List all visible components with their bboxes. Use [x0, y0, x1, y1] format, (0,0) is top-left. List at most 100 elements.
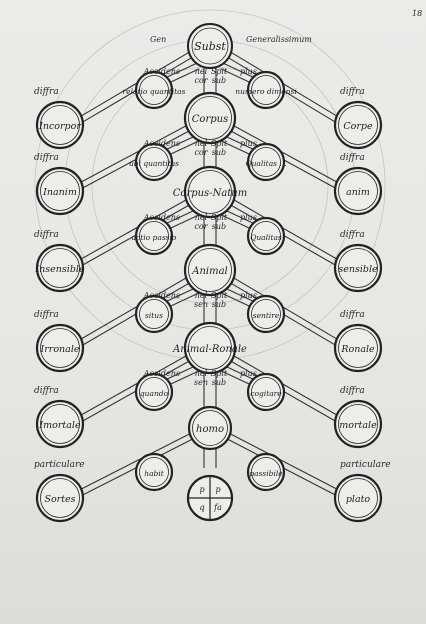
- top-node-text: Subst: [194, 40, 226, 53]
- right-node-3-text: sensible: [338, 264, 378, 275]
- accident-right-5-inner-ring: [251, 377, 281, 407]
- spoke-right-3-b: [223, 286, 254, 302]
- accident-left-4: situs: [134, 294, 174, 334]
- accident-right-1: numero dimensi: [235, 70, 297, 110]
- spoke-left-0-b: [169, 68, 200, 84]
- plus-label-2: plus: [240, 139, 257, 148]
- left-node-4-text: Irronale: [40, 344, 80, 355]
- top-right-label: Generalissimum: [246, 35, 312, 44]
- left-node-4-outer-ring: [35, 323, 85, 373]
- trunk-right-bottom-1: sub: [212, 76, 226, 85]
- accident-left-5-outer-ring: [134, 372, 174, 412]
- trunk-right-top-3: Spit: [211, 213, 228, 222]
- left-node-2-text: Inanim: [42, 187, 77, 198]
- accident-left-6-inner-ring: [139, 457, 169, 487]
- right-node-3: sensible: [333, 243, 383, 293]
- trunk-right-bottom-2: sub: [212, 148, 226, 157]
- center-node-2-text: Corpus-Natum: [173, 188, 247, 199]
- accident-left-4-inner-ring: [139, 299, 169, 329]
- accident-right-2-text: Qualitas ...: [245, 159, 286, 168]
- spoke-left-1-b: [169, 140, 200, 156]
- right-node-2: anim: [333, 166, 383, 216]
- left-node-5: Imortale: [35, 399, 85, 449]
- left-label-3: diffra: [34, 230, 59, 240]
- center-node-4: Animal-Ronale: [172, 321, 247, 375]
- right-node-3-outer-ring: [333, 243, 383, 293]
- right-node-2-text: anim: [346, 187, 370, 198]
- spoke-right-2-b: [223, 208, 254, 224]
- right-node-5-inner-ring: [338, 404, 378, 444]
- left-node-1-text: Incorpor: [38, 121, 82, 132]
- center-node-5-inner-ring: [192, 410, 228, 446]
- accidens-label-4: Accidens: [143, 291, 180, 300]
- center-node-4-text: Animal-Ronale: [172, 344, 247, 355]
- accident-right-3: Qualitas: [246, 216, 286, 256]
- left-label-1: diffra: [34, 87, 59, 97]
- center-node-1: Corpus: [183, 91, 237, 145]
- accidens-label-1: Accidens: [143, 67, 180, 76]
- center-node-3-text: Animal: [191, 266, 228, 277]
- spoke-right-4-a: [220, 370, 251, 386]
- center-node-5-outer-ring: [187, 405, 233, 451]
- trunk-left-top-1: nel: [195, 67, 208, 76]
- accident-right-4-text: sentire: [253, 311, 280, 320]
- accident-right-5-outer-ring: [246, 372, 286, 412]
- center-node-5-text: homo: [196, 424, 224, 435]
- branch-right-1-b: [229, 122, 338, 183]
- accident-right-6: passibile: [246, 452, 286, 492]
- right-node-1-text: Corpe: [343, 121, 373, 132]
- accident-left-1-outer-ring: [134, 70, 174, 110]
- right-label-2: diffra: [340, 153, 365, 163]
- accident-left-3: actio passio: [132, 216, 177, 256]
- trunk-left-bottom-2: cor: [194, 148, 208, 157]
- center-node-3-inner-ring: [188, 248, 232, 292]
- left-node-4-inner-ring: [40, 328, 80, 368]
- left-label-5: diffra: [34, 386, 59, 396]
- trunk-left-top-5: nel: [195, 369, 208, 378]
- left-label-6: particulare: [34, 460, 85, 470]
- left-node-2-outer-ring: [35, 166, 85, 216]
- branch-left-2-a: [80, 196, 191, 260]
- branch-left-5-a: [80, 432, 191, 490]
- center-node-3: Animal: [183, 243, 237, 297]
- right-node-1-inner-ring: [338, 105, 378, 145]
- trunk-left-bottom-5: sen: [194, 378, 208, 387]
- trunk-left-top-4: nel: [195, 291, 208, 300]
- center-node-2: Corpus-Natum: [173, 165, 247, 219]
- trunk-right-bottom-3: sub: [212, 222, 226, 231]
- branch-left-3-a: [80, 274, 191, 340]
- right-label-5: diffra: [340, 386, 365, 396]
- plus-label-4: plus: [240, 291, 257, 300]
- right-node-5-outer-ring: [333, 399, 383, 449]
- trunk-right-bottom-4: sub: [212, 300, 226, 309]
- accident-left-5: quando: [134, 372, 174, 412]
- accident-right-2-outer-ring: [246, 142, 286, 182]
- left-node-6: Sortes: [35, 473, 85, 523]
- accident-right-4-outer-ring: [246, 294, 286, 334]
- trunk-right-top-5: Spit: [211, 369, 228, 378]
- accident-right-2-inner-ring: [251, 147, 281, 177]
- trunk-right-bottom-5: sub: [212, 378, 226, 387]
- center-node-1-text: Corpus: [192, 114, 228, 125]
- accident-right-4-inner-ring: [251, 299, 281, 329]
- right-node-2-outer-ring: [333, 166, 383, 216]
- accident-left-3-text: actio passio: [132, 233, 177, 242]
- left-node-5-inner-ring: [40, 404, 80, 444]
- spoke-left-4-a: [166, 364, 197, 380]
- left-node-6-outer-ring: [35, 473, 85, 523]
- left-node-3-text: Insensible: [34, 264, 85, 275]
- trunk-left-top-2: nel: [195, 139, 208, 148]
- trunk-left-bottom-3: cor: [194, 222, 208, 231]
- spoke-left-4-b: [169, 370, 200, 386]
- spoke-left-3-a: [166, 286, 197, 302]
- left-label-4: diffra: [34, 310, 59, 320]
- accident-left-2-outer-ring: [134, 142, 174, 182]
- accident-right-3-inner-ring: [251, 221, 281, 251]
- spoke-right-1-b: [223, 134, 254, 150]
- accident-left-5-text: quando: [140, 389, 169, 398]
- center-node-2-inner-ring: [188, 170, 232, 214]
- right-node-2-inner-ring: [338, 171, 378, 211]
- spoke-right-2-a: [220, 214, 251, 230]
